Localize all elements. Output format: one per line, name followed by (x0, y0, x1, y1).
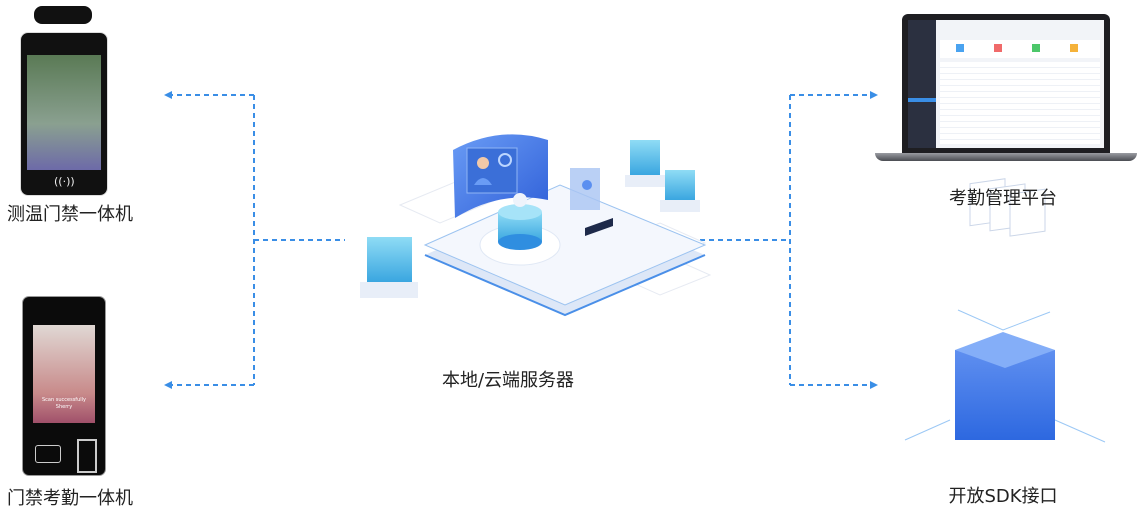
app-sidebar (908, 20, 936, 148)
arrow-right-icon (870, 91, 878, 99)
sdk-illustration (904, 178, 1106, 443)
arrow-right-icon (870, 381, 878, 389)
device-screen: Scan successfully Sherry (33, 325, 95, 423)
arrow-left-icon (164, 91, 172, 99)
temp-access-label: 测温门禁一体机 (7, 204, 133, 225)
arrow-left-icon (164, 381, 172, 389)
fingerprint-window (77, 439, 97, 473)
sdk-label: 开放SDK接口 (948, 486, 1058, 507)
laptop-screen (908, 20, 1104, 148)
platform-label: 考勤管理平台 (949, 188, 1057, 209)
server-illustration (360, 134, 712, 317)
access-attendance-label: 门禁考勤一体机 (7, 488, 133, 509)
access-attendance-device: Scan successfully Sherry (22, 296, 106, 476)
device-screen (27, 55, 101, 170)
card-reader-icon (35, 445, 61, 463)
thermal-camera (34, 6, 92, 24)
data-table (940, 62, 1100, 144)
laptop-base (875, 153, 1137, 161)
temp-access-device: ((·)) (20, 6, 108, 196)
dashed-line-left (172, 94, 345, 386)
laptop (902, 14, 1110, 154)
dashed-line-right (700, 94, 870, 386)
server-label: 本地/云端服务器 (441, 370, 575, 391)
nfc-icon: ((·)) (54, 175, 75, 188)
